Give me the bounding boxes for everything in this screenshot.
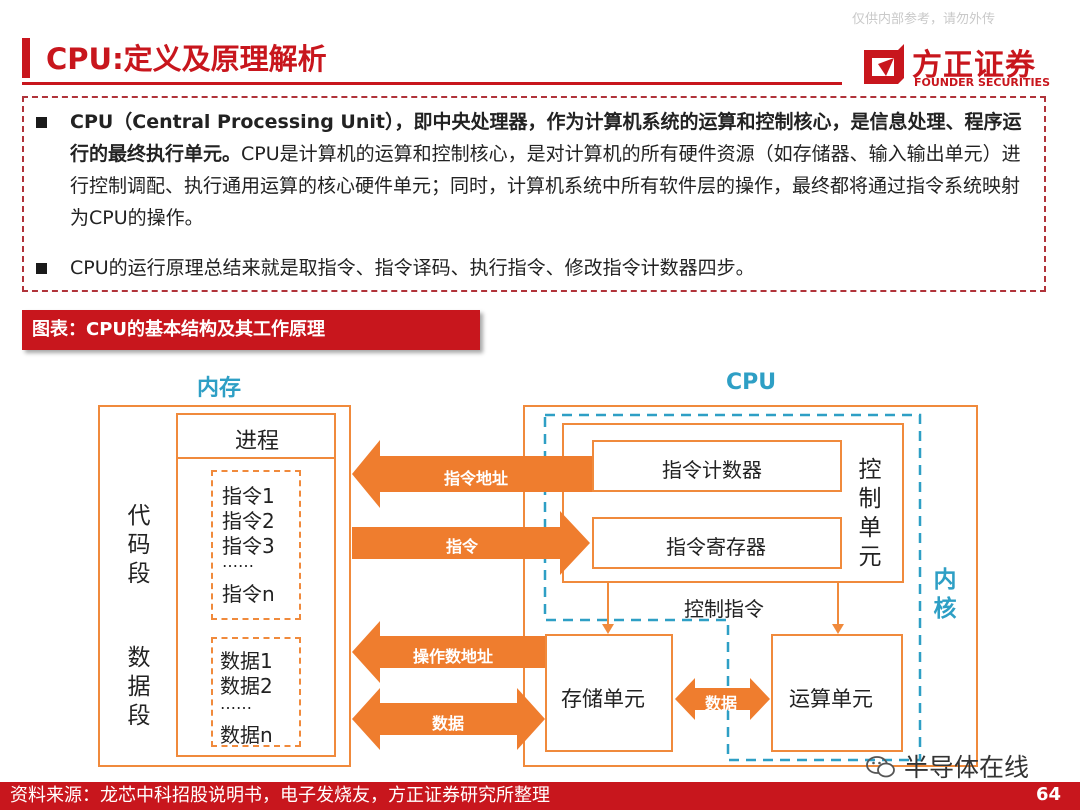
- bullet-body-text: CPU是计算机的运算和控制核心，是对计算机的所有硬件资源（如存储器、输入输出单元…: [70, 143, 1021, 229]
- storage-unit-label: 存储单元: [561, 687, 645, 711]
- control-arrow-head: [602, 624, 614, 634]
- internal-data-arrow: [675, 678, 770, 720]
- program-counter-label: 指令计数器: [662, 458, 762, 482]
- program-counter-box: [592, 440, 842, 492]
- instruction-register-label: 指令寄存器: [666, 535, 766, 559]
- bullet-bold-text: CPU（Central Processing Unit），即中央处理器，作为计算…: [70, 111, 1022, 165]
- data-item: ……: [220, 694, 252, 713]
- wechat-account-name: 半导体在线: [903, 753, 1029, 782]
- founder-logo-icon: [864, 44, 904, 84]
- intro-text-box: CPU（Central Processing Unit），即中央处理器，作为计算…: [22, 96, 1046, 292]
- instruction-arrow: [352, 511, 590, 575]
- bullet-square-icon: [36, 117, 47, 128]
- instruction-register-box: [592, 517, 842, 569]
- bullet-body-text: CPU的运行原理总结来就是取指令、指令译码、执行指令、修改指令计数器四步。: [70, 257, 755, 279]
- core-dashed-outline: [543, 413, 922, 762]
- cpu-title: CPU: [726, 370, 777, 395]
- instruction-label: 指令: [446, 537, 479, 556]
- code-segment-label: 代码段: [127, 503, 151, 587]
- instruction-item: 指令1: [222, 484, 275, 508]
- instruction-item: 指令n: [222, 582, 275, 606]
- operand-address-label: 操作数地址: [413, 647, 494, 666]
- alu-box: [771, 634, 903, 752]
- data-label: 数据: [432, 714, 465, 733]
- data-segment-label: 数据段: [127, 645, 151, 729]
- bullet-item: CPU的运行原理总结来就是取指令、指令译码、执行指令、修改指令计数器四步。: [36, 252, 1030, 284]
- operand-address-arrow: [352, 621, 545, 683]
- internal-data-label: 数据: [705, 694, 738, 713]
- bullet-square-icon: [36, 263, 47, 274]
- data-list-box: [211, 637, 301, 747]
- control-arrow-head: [832, 624, 844, 634]
- process-header: [176, 413, 336, 459]
- footer-bar: [0, 782, 1080, 810]
- wechat-icon: [866, 755, 896, 779]
- data-item: 数据2: [220, 674, 273, 698]
- bullet-item: CPU（Central Processing Unit），即中央处理器，作为计算…: [36, 106, 1030, 234]
- logo-subtitle: FOUNDER SECURITIES: [914, 76, 1050, 89]
- instruction-address-label: 指令地址: [444, 469, 509, 488]
- page-number: 64: [1036, 784, 1062, 805]
- data-item: 数据n: [220, 723, 273, 747]
- storage-unit-box: [545, 634, 673, 752]
- title-accent-bar: [22, 38, 30, 78]
- instruction-item: ……: [222, 552, 254, 571]
- instruction-item: 指令3: [222, 534, 275, 558]
- instruction-address-arrow: [352, 440, 592, 508]
- watermark-text: 仅供内部参考，请勿外传: [852, 12, 996, 27]
- page-title: CPU:定义及原理解析: [46, 42, 327, 76]
- alu-label: 运算单元: [789, 687, 873, 711]
- memory-title: 内存: [197, 376, 242, 401]
- instruction-item: 指令2: [222, 509, 275, 533]
- control-instruction-label: 控制指令: [684, 597, 764, 621]
- data-item: 数据1: [220, 649, 273, 673]
- logo-name: 方正证券: [912, 48, 1036, 83]
- source-note: 资料来源：龙芯中科招股说明书，电子发烧友，方正证券研究所整理: [10, 785, 550, 806]
- instruction-list-box: [211, 470, 301, 620]
- process-label: 进程: [235, 429, 280, 454]
- data-double-arrow: [352, 688, 545, 750]
- title-divider: [22, 82, 842, 85]
- core-label: 内核: [933, 567, 957, 622]
- wechat-watermark: 半导体在线: [866, 748, 1029, 784]
- control-unit-label: 控制单元: [858, 457, 882, 570]
- figure-caption: 图表：CPU的基本结构及其工作原理: [22, 310, 480, 350]
